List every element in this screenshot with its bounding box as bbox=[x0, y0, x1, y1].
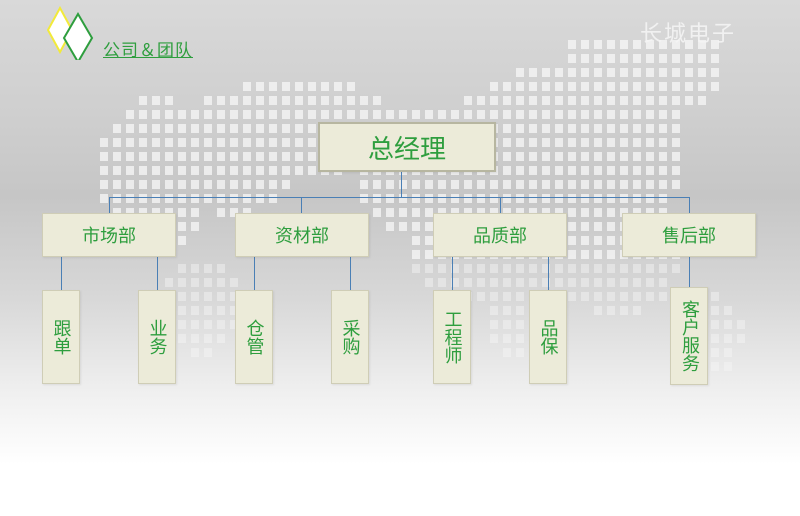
node-sub-business: 业务 bbox=[138, 290, 176, 384]
connector-dept-3 bbox=[500, 197, 501, 213]
node-dept-quality: 品质部 bbox=[433, 213, 567, 257]
node-general-manager: 总经理 bbox=[318, 122, 496, 172]
node-dept-materials: 资材部 bbox=[235, 213, 369, 257]
connector-dept-4 bbox=[689, 197, 690, 213]
connector-sub-3a bbox=[452, 257, 453, 290]
connector-sub-1b bbox=[157, 257, 158, 290]
connector-sub-4a bbox=[689, 257, 690, 290]
connector-dept-2 bbox=[301, 197, 302, 213]
connector-sub-1a bbox=[61, 257, 62, 290]
connector-top-vertical bbox=[401, 172, 402, 197]
company-watermark: 长城电子 bbox=[640, 22, 737, 47]
connector-dept-1 bbox=[109, 197, 110, 213]
node-sub-purchasing: 采购 bbox=[331, 290, 369, 384]
connector-horizontal bbox=[109, 197, 690, 198]
node-sub-engineer: 工程师 bbox=[433, 290, 471, 384]
node-sub-warehouse: 仓管 bbox=[235, 290, 273, 384]
node-dept-aftersales: 售后部 bbox=[622, 213, 756, 257]
node-sub-follow-up: 跟单 bbox=[42, 290, 80, 384]
node-dept-marketing: 市场部 bbox=[42, 213, 176, 257]
connector-sub-2a bbox=[254, 257, 255, 290]
diamond-logo-icon bbox=[46, 6, 94, 60]
page-title: 公司＆团队 bbox=[103, 41, 193, 61]
node-sub-qa: 品保 bbox=[529, 290, 567, 384]
connector-sub-2b bbox=[350, 257, 351, 290]
connector-sub-3b bbox=[548, 257, 549, 290]
node-sub-customer-service: 客户服务 bbox=[670, 287, 708, 385]
